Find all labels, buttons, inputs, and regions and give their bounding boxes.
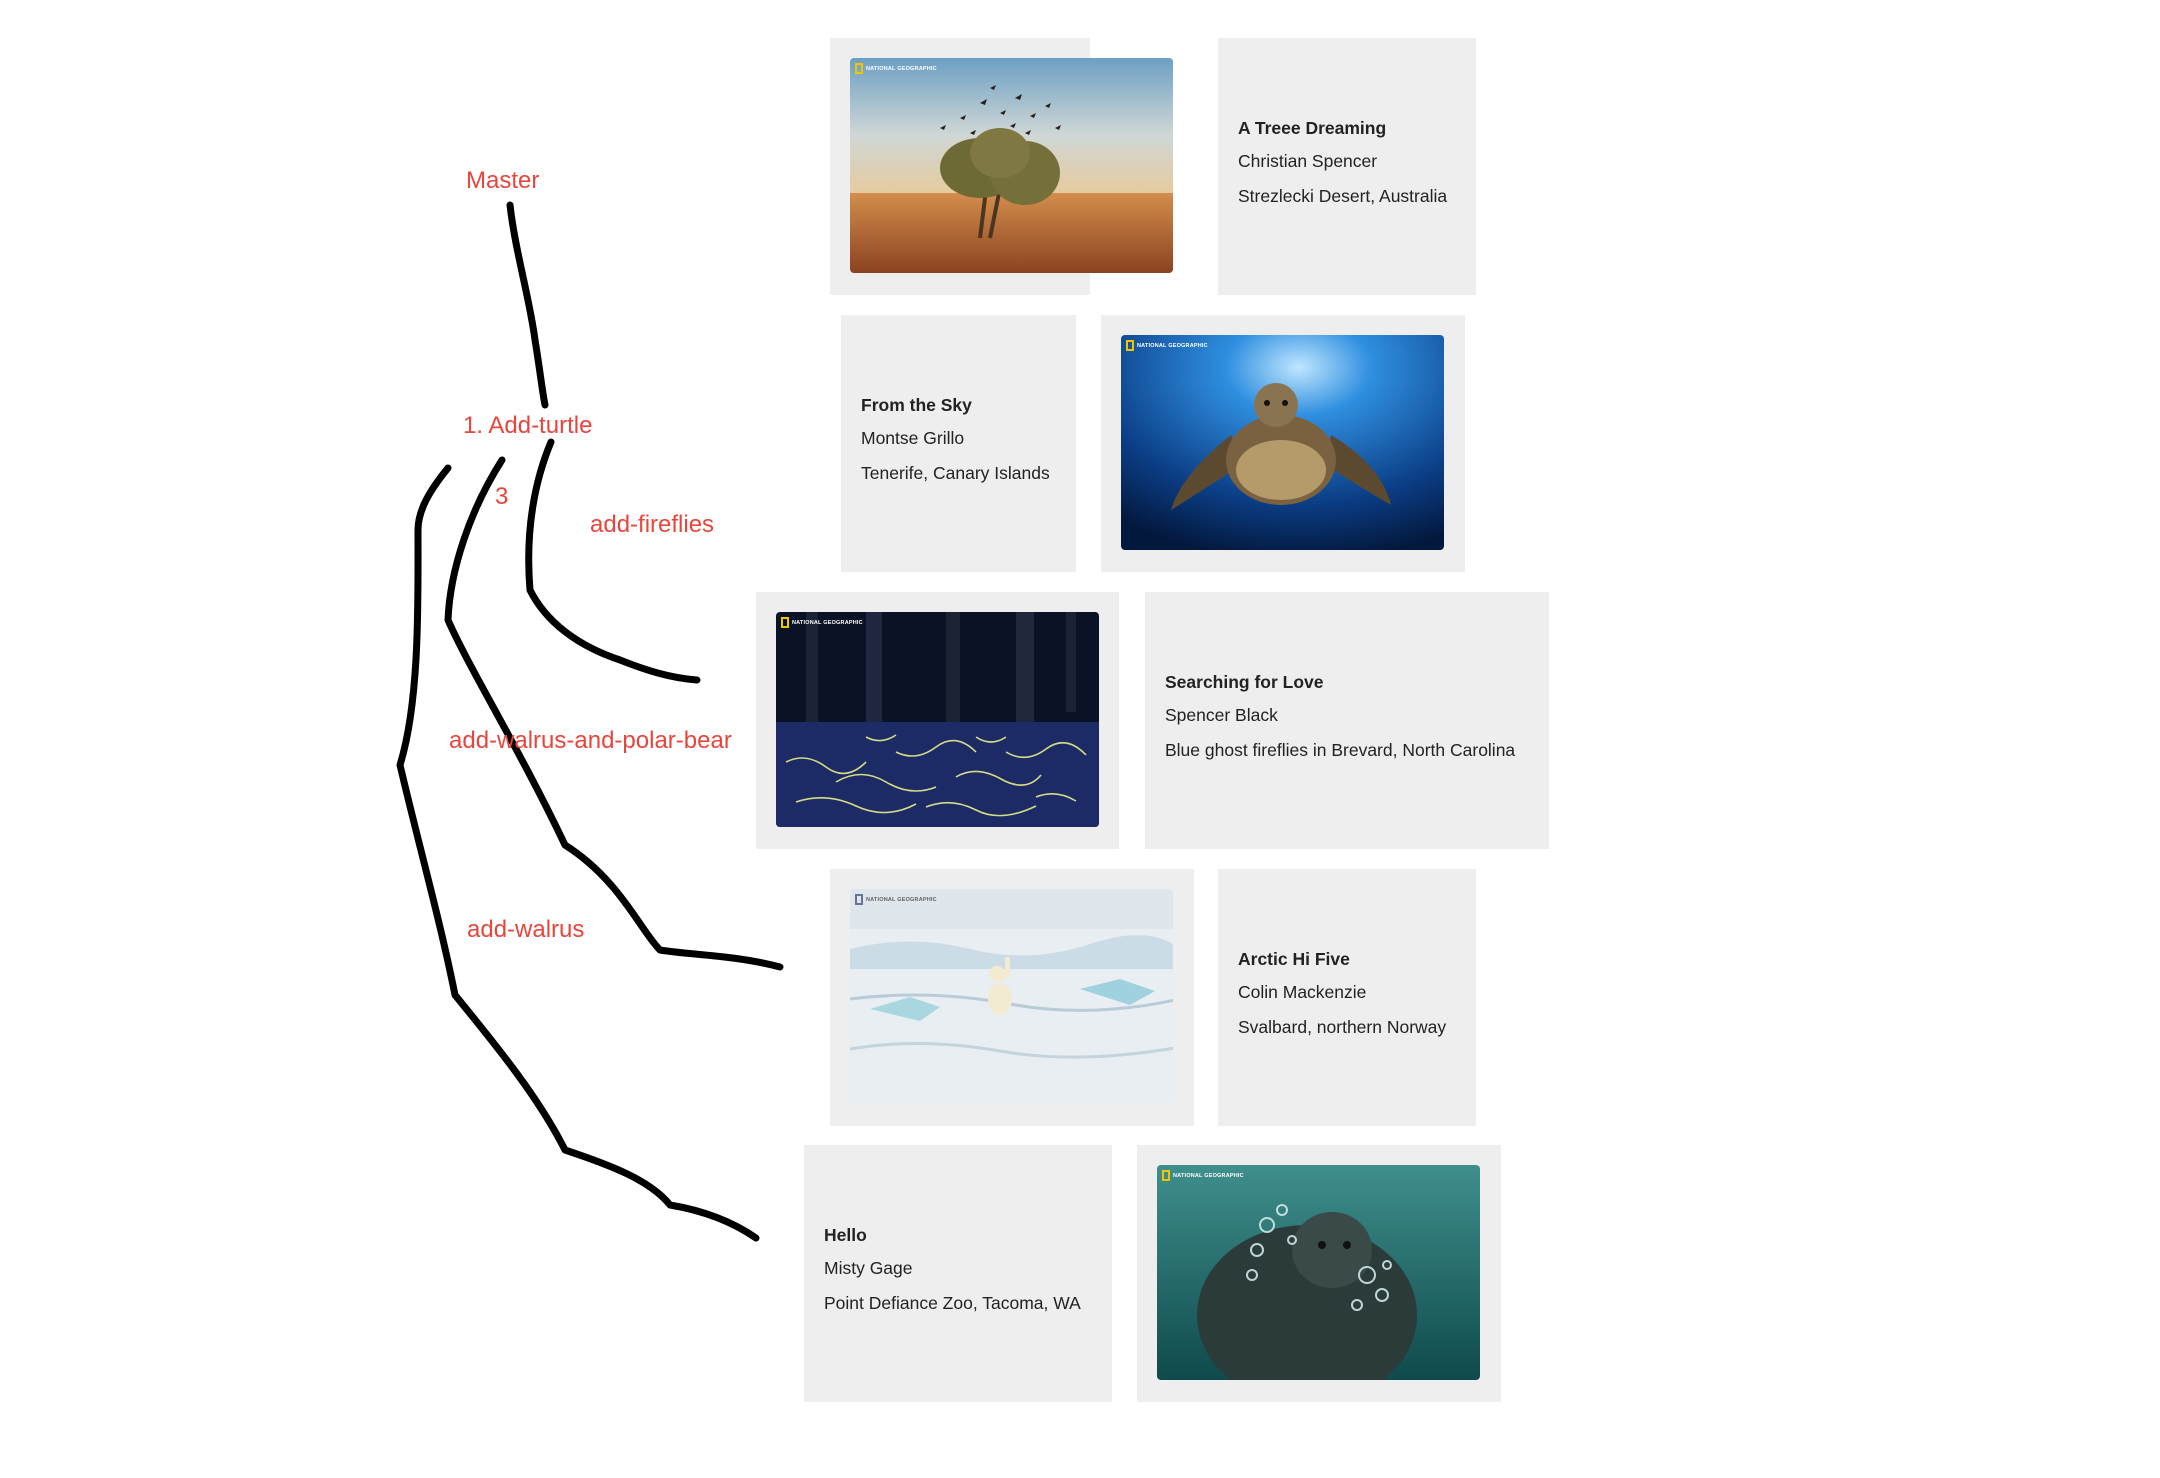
text-card-turtle[interactable]: From the Sky Montse Grillo Tenerife, Can… (841, 315, 1076, 572)
image-card-walrus[interactable]: NATIONAL GEOGRAPHIC (1137, 1145, 1501, 1402)
natgeo-logo: NATIONAL GEOGRAPHIC (855, 894, 937, 905)
card-author: Christian Spencer (1238, 151, 1378, 171)
annotation-add-walrus: add-walrus (467, 916, 585, 943)
walrus-branch-line (396, 464, 760, 1242)
natgeo-logo: NATIONAL GEOGRAPHIC (1162, 1170, 1244, 1181)
master-branch-line (506, 201, 549, 409)
card-location: Point Defiance Zoo, Tacoma, WA (824, 1293, 1081, 1313)
card-title: From the Sky (861, 395, 972, 415)
text-card-tree[interactable]: A Treee Dreaming Christian Spencer Strez… (1218, 38, 1476, 295)
card-location: Strezlecki Desert, Australia (1238, 186, 1448, 206)
walrus-and-polar-bear-branch-line (444, 456, 784, 971)
annotation-add-walrus-and-polar-bear: add-walrus-and-polar-bear (449, 727, 732, 754)
annotation-master: Master (466, 167, 540, 194)
image-card-tree[interactable]: NATIONAL GEOGRAPHIC (830, 38, 1173, 295)
walrus-photo: NATIONAL GEOGRAPHIC (1157, 1165, 1480, 1380)
fireflies-photo: NATIONAL GEOGRAPHIC (776, 612, 1099, 827)
card-author: Montse Grillo (861, 428, 965, 448)
annotation-add-fireflies: add-fireflies (590, 511, 715, 538)
image-card-polar-bear[interactable]: NATIONAL GEOGRAPHIC (830, 869, 1194, 1126)
card-title: Hello (824, 1225, 867, 1245)
text-card-polar-bear[interactable]: Arctic Hi Five Colin Mackenzie Svalbard,… (1218, 869, 1476, 1126)
card-location: Tenerife, Canary Islands (861, 463, 1050, 483)
natgeo-logo: NATIONAL GEOGRAPHIC (781, 617, 863, 628)
card-author: Colin Mackenzie (1238, 982, 1367, 1002)
card-author: Misty Gage (824, 1258, 913, 1278)
image-card-fireflies[interactable]: NATIONAL GEOGRAPHIC (756, 592, 1119, 849)
text-card-fireflies[interactable]: Searching for Love Spencer Black Blue gh… (1145, 592, 1549, 849)
annotation-add-turtle: 1. Add-turtle (463, 412, 593, 439)
fireflies-branch-line (525, 438, 701, 684)
natgeo-logo: NATIONAL GEOGRAPHIC (1126, 340, 1208, 351)
card-location: Blue ghost fireflies in Brevard, North C… (1165, 740, 1516, 760)
card-title: Searching for Love (1165, 672, 1324, 692)
tree-photo: NATIONAL GEOGRAPHIC (850, 58, 1173, 273)
annotation-three: 3 (495, 483, 509, 510)
text-card-walrus[interactable]: Hello Misty Gage Point Defiance Zoo, Tac… (804, 1145, 1112, 1402)
image-card-turtle[interactable]: NATIONAL GEOGRAPHIC (1101, 315, 1465, 572)
card-author: Spencer Black (1165, 705, 1278, 725)
polar-bear-photo: NATIONAL GEOGRAPHIC (850, 889, 1173, 1104)
card-title: Arctic Hi Five (1238, 949, 1350, 969)
natgeo-logo: NATIONAL GEOGRAPHIC (855, 63, 937, 74)
card-title: A Treee Dreaming (1238, 118, 1387, 138)
turtle-photo: NATIONAL GEOGRAPHIC (1121, 335, 1444, 550)
card-location: Svalbard, northern Norway (1238, 1017, 1447, 1037)
